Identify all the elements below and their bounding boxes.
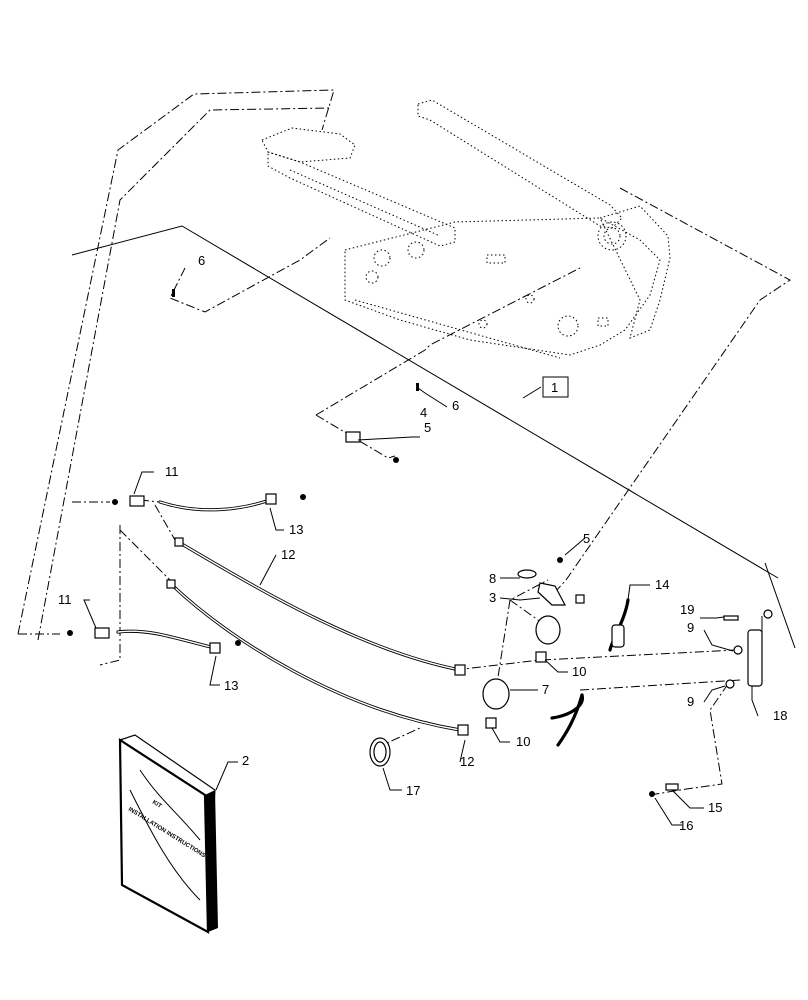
fittings: [67, 289, 773, 797]
callout-13-lower: 13: [224, 678, 238, 693]
hoses: [116, 498, 630, 747]
callout-2: 2: [242, 753, 249, 768]
callout-12-lower: 12: [460, 754, 474, 769]
callout-17: 17: [406, 783, 420, 798]
callout-10-lower: 10: [516, 734, 530, 749]
callout-11-upper: 11: [165, 464, 179, 479]
callout-5-upper: 5: [424, 420, 431, 435]
callout-leaders: [83, 387, 759, 826]
callout-6-center: 6: [452, 398, 459, 413]
callout-12-upper: 12: [281, 547, 295, 562]
callout-1-box: [542, 376, 569, 398]
callout-13-upper: 13: [289, 522, 303, 537]
callout-9-upper: 9: [687, 620, 694, 635]
callout-1: 1: [551, 380, 558, 395]
callout-19: 19: [680, 602, 694, 617]
callout-4: 4: [420, 405, 427, 420]
callout-3: 3: [489, 590, 496, 605]
callout-18: 18: [773, 708, 787, 723]
callout-14: 14: [655, 577, 669, 592]
callout-8: 8: [489, 571, 496, 586]
callouts: 1 2 3 4 5 5 6 6 7 8 9 9 10 10 11 11 12 1…: [58, 253, 787, 833]
callout-15: 15: [708, 800, 722, 815]
callout-10-upper: 10: [572, 664, 586, 679]
callout-6-left: 6: [198, 253, 205, 268]
callout-5-lower: 5: [583, 531, 590, 546]
callout-11-lower: 11: [58, 592, 72, 607]
callout-9-lower: 9: [687, 694, 694, 709]
leader-lines: [17, 89, 791, 796]
installation-manual: KIT INSTALLATION INSTRUCTIONS: [118, 734, 218, 934]
callout-7: 7: [542, 682, 549, 697]
callout-16: 16: [679, 818, 693, 833]
manual-kit-text: KIT: [151, 800, 163, 810]
main-frame: [261, 99, 671, 359]
assembly-boundary-lines: [71, 225, 796, 649]
